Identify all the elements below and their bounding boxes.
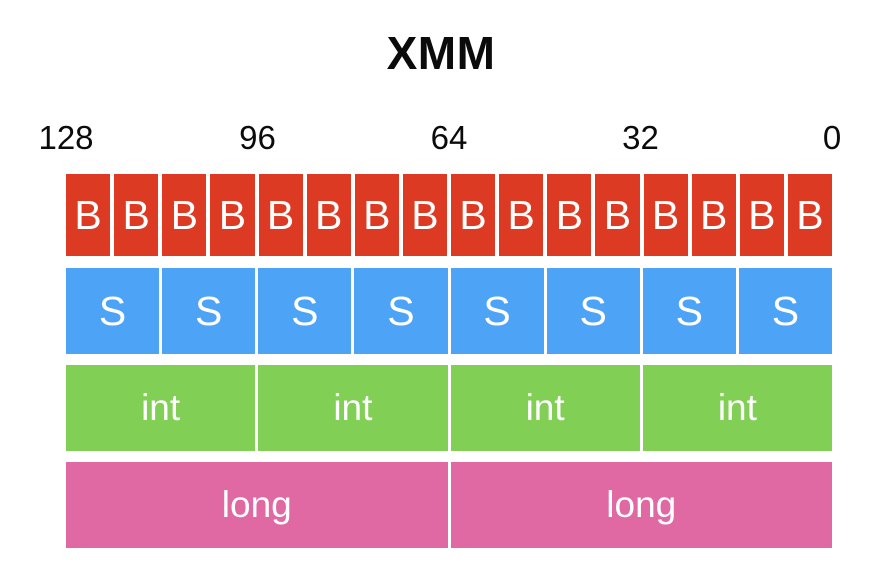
int-cell[interactable]: int [258,365,448,451]
byte-cell[interactable]: B [787,174,832,256]
short-cell[interactable]: S [162,268,256,354]
bit-label-0: 0 [822,119,842,156]
int-cell[interactable]: int [450,365,640,451]
byte-cell[interactable]: B [451,174,496,256]
byte-cell[interactable]: B [210,174,255,256]
short-cell[interactable]: S [66,268,160,354]
long-cell[interactable]: long [450,462,832,548]
short-cell[interactable]: S [354,268,448,354]
byte-cell[interactable]: B [306,174,351,256]
short-cell[interactable]: S [450,268,544,354]
byte-cell[interactable]: B [162,174,207,256]
byte-cell[interactable]: B [595,174,640,256]
bit-scale: 128 96 64 32 0 [38,118,841,160]
byte-cell[interactable]: B [114,174,159,256]
short-cell[interactable]: S [738,268,832,354]
page-title: XMM [386,27,496,79]
byte-cell[interactable]: B [691,174,736,256]
short-cell[interactable]: S [642,268,736,354]
byte-cell[interactable]: B [258,174,303,256]
byte-cell[interactable]: B [499,174,544,256]
byte-cell[interactable]: B [66,174,111,256]
byte-cell[interactable]: B [402,174,447,256]
int-cell[interactable]: int [642,365,832,451]
short-cell[interactable]: S [546,268,640,354]
short-cell[interactable]: S [258,268,352,354]
byte-cell[interactable]: B [547,174,592,256]
long-cell[interactable]: long [66,462,448,548]
byte-cell[interactable]: B [739,174,784,256]
int-cell[interactable]: int [66,365,256,451]
bit-label-32: 32 [622,119,659,156]
byte-cell[interactable]: B [643,174,688,256]
bit-label-64: 64 [430,119,468,156]
bit-label-128: 128 [38,119,94,156]
bit-label-96: 96 [239,119,276,156]
byte-cell[interactable]: B [354,174,399,256]
